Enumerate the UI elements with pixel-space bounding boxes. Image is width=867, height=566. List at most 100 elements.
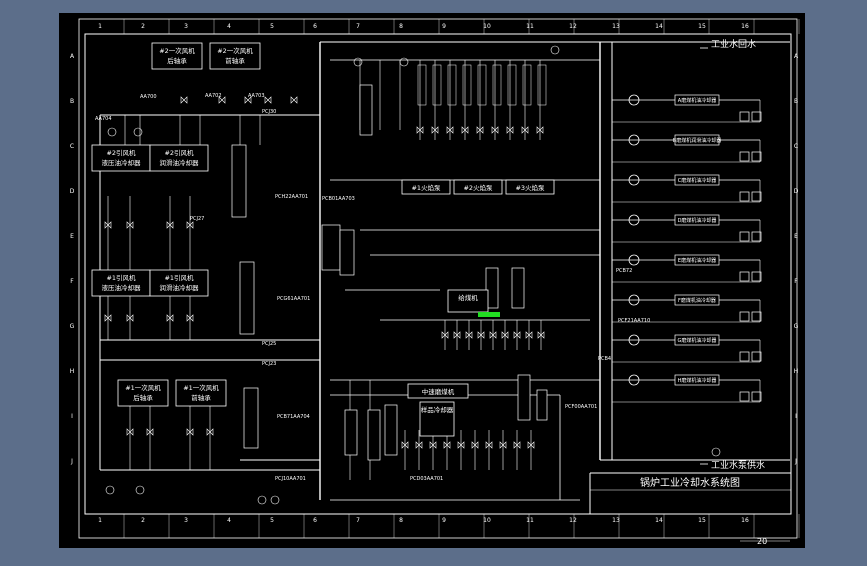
col-number: 3 (184, 23, 188, 30)
block-coal-feeder[interactable]: 给煤机 (447, 289, 489, 313)
block-mill-main[interactable]: 中速磨煤机 (407, 383, 469, 399)
block-sample-cooler[interactable]: 样品冷却器 (419, 401, 455, 437)
valve-icon[interactable] (446, 126, 454, 134)
instrument-box (507, 64, 517, 106)
valve-icon[interactable] (146, 428, 154, 436)
vertical-equipment-box[interactable] (243, 387, 259, 449)
branch-1[interactable]: A磨煤机油冷却器 (612, 94, 762, 123)
valve-icon[interactable] (415, 441, 423, 449)
gauge-icon (135, 485, 145, 495)
valve-icon[interactable] (489, 331, 497, 339)
vertical-equipment-box[interactable] (384, 404, 398, 456)
valve-icon[interactable] (416, 126, 424, 134)
cooler-icon (739, 311, 750, 322)
valve-icon[interactable] (401, 441, 409, 449)
pump-icon (628, 174, 640, 186)
valve-icon[interactable] (471, 441, 479, 449)
pump-icon (628, 254, 640, 266)
valve-icon[interactable] (126, 314, 134, 322)
vertical-equipment-box[interactable] (344, 409, 358, 456)
valve-icon[interactable] (527, 441, 535, 449)
col-number: 10 (483, 23, 491, 30)
valve-icon[interactable] (206, 428, 214, 436)
row-letter: C (794, 143, 798, 150)
branch-5[interactable]: E磨煤机油冷却器 (612, 254, 762, 283)
valve-icon[interactable] (166, 221, 174, 229)
valve-icon[interactable] (513, 441, 521, 449)
col-number: 2 (141, 23, 145, 30)
valve-icon[interactable] (499, 441, 507, 449)
valve-icon[interactable] (525, 331, 533, 339)
valve-icon[interactable] (521, 126, 529, 134)
valve-icon[interactable] (461, 126, 469, 134)
col-number: 13 (612, 517, 620, 524)
valve-icon[interactable] (218, 96, 226, 104)
valve-icon[interactable] (126, 428, 134, 436)
valve-icon[interactable] (485, 441, 493, 449)
branch-2[interactable]: B磨煤机润滑油冷却器 (612, 134, 762, 163)
block-label: 中速磨煤机 (422, 387, 455, 396)
branch-label: D磨煤机油冷却器 (678, 217, 717, 224)
col-number: 15 (698, 517, 706, 524)
valve-icon[interactable] (441, 331, 449, 339)
valve-icon[interactable] (104, 221, 112, 229)
valve-icon[interactable] (264, 96, 272, 104)
block-pump-a[interactable]: #1火焰泵 (401, 179, 451, 195)
valve-icon[interactable] (506, 126, 514, 134)
branch-4[interactable]: D磨煤机油冷却器 (612, 214, 762, 243)
block-label: 润滑油冷却器 (160, 158, 200, 167)
valve-icon[interactable] (477, 331, 485, 339)
valve-icon[interactable] (443, 441, 451, 449)
vertical-equipment-box[interactable] (321, 224, 341, 271)
valve-icon[interactable] (186, 314, 194, 322)
vertical-equipment-box[interactable] (517, 374, 531, 421)
valve-icon[interactable] (186, 221, 194, 229)
valve-icon[interactable] (244, 96, 252, 104)
vertical-equipment-box[interactable] (359, 84, 373, 136)
valve-icon[interactable] (180, 96, 188, 104)
branch-label: A磨煤机油冷却器 (678, 97, 716, 104)
vertical-equipment-box[interactable] (536, 389, 548, 421)
branch-7[interactable]: G磨煤机油冷却器 (612, 334, 762, 363)
valve-icon[interactable] (429, 441, 437, 449)
valve-icon[interactable] (476, 126, 484, 134)
highlighted-pipe-segment[interactable] (478, 312, 500, 317)
branch-8[interactable]: H磨煤机油冷却器 (612, 374, 762, 403)
valve-icon[interactable] (457, 441, 465, 449)
vertical-equipment-box[interactable] (239, 261, 255, 335)
valve-icon[interactable] (501, 331, 509, 339)
vertical-equipment-box[interactable] (339, 229, 355, 276)
valve-icon[interactable] (126, 221, 134, 229)
valve-icon[interactable] (290, 96, 298, 104)
branch-6[interactable]: F磨煤机油冷却器 (612, 294, 762, 323)
vertical-equipment-box[interactable] (367, 409, 381, 461)
valve-icon[interactable] (104, 314, 112, 322)
valve-icon[interactable] (491, 126, 499, 134)
vertical-equipment-box[interactable] (485, 267, 499, 309)
block-label: #2引风机 (164, 148, 194, 157)
block-pump-b[interactable]: #2火焰泵 (453, 179, 503, 195)
valve-icon[interactable] (465, 331, 473, 339)
block-pump-c[interactable]: #3火焰泵 (505, 179, 555, 195)
valve-icon[interactable] (453, 331, 461, 339)
valve-icon[interactable] (513, 331, 521, 339)
branch-3[interactable]: C磨煤机油冷却器 (612, 174, 762, 203)
valve-icon[interactable] (186, 428, 194, 436)
valve-icon[interactable] (536, 126, 544, 134)
col-number: 5 (270, 23, 274, 30)
vertical-equipment-box[interactable] (231, 144, 247, 218)
valve-icon[interactable] (431, 126, 439, 134)
valve-icon[interactable] (537, 331, 545, 339)
valve-icon[interactable] (166, 314, 174, 322)
vertical-equipment-box[interactable] (511, 267, 525, 309)
